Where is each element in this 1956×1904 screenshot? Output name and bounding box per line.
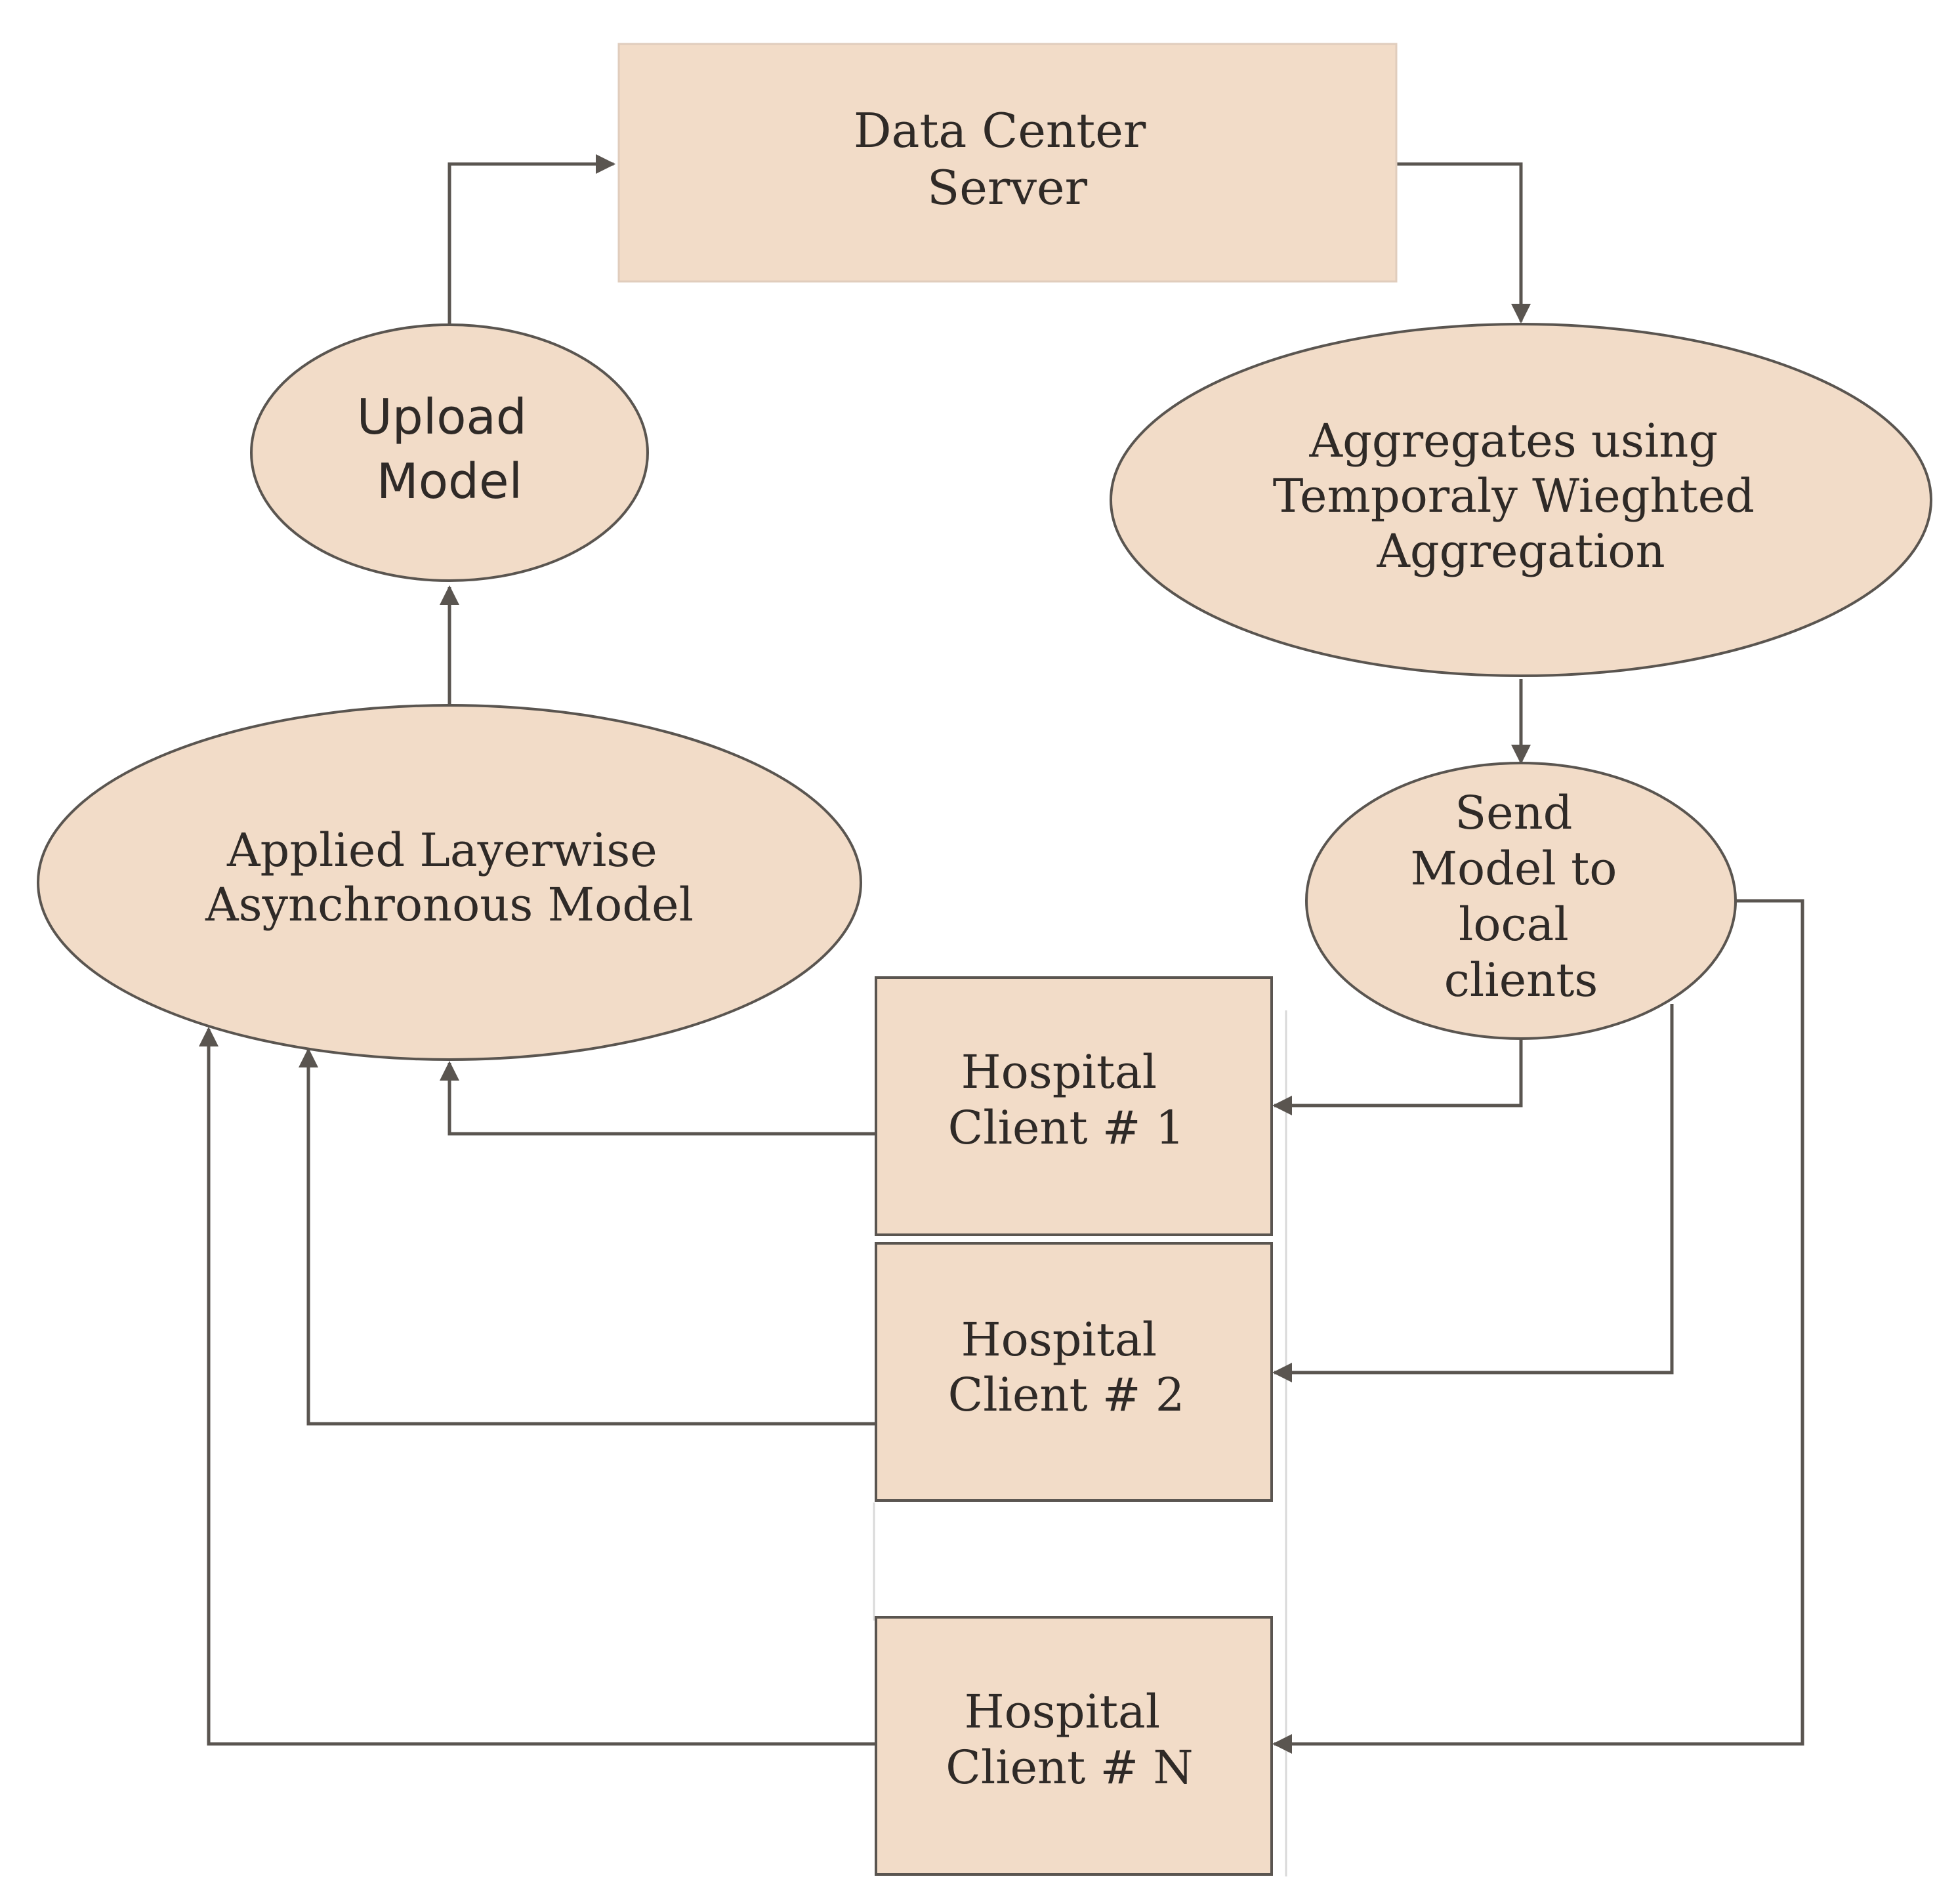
node-label: Applied Layerwise Asynchronous Model xyxy=(205,823,694,932)
node-label: Hospital Client # 1 xyxy=(948,1045,1185,1155)
node-label: Data Center Server xyxy=(854,103,1161,215)
arrow-client-2-to-applied xyxy=(299,1048,876,1426)
node-label: Aggregates using Temporaly Wieghted Aggr… xyxy=(1273,414,1769,578)
arrow-send-to-client-1 xyxy=(1272,1039,1523,1115)
node-send-model: Send Model to local clients xyxy=(1305,762,1737,1040)
node-applied-layerwise: Applied Layerwise Asynchronous Model xyxy=(37,704,862,1061)
node-label: Hospital Client # 2 xyxy=(948,1313,1185,1422)
node-aggregates: Aggregates using Temporaly Wieghted Aggr… xyxy=(1110,323,1932,677)
arrow-client-n-to-applied xyxy=(199,1027,876,1746)
arrow-client-1-to-applied xyxy=(440,1061,876,1136)
arrow-server-to-aggregates xyxy=(1396,162,1531,323)
node-data-center-server: Data Center Server xyxy=(617,43,1398,283)
node-label: Send Model to local clients xyxy=(1410,786,1631,1007)
node-hospital-client-1: Hospital Client # 1 xyxy=(875,976,1273,1236)
node-hospital-client-2: Hospital Client # 2 xyxy=(875,1242,1273,1502)
node-label: Upload Model xyxy=(357,389,543,510)
arrow-send-to-client-2 xyxy=(1272,1004,1674,1382)
arrow-upload-to-server xyxy=(447,154,615,325)
node-hospital-client-n: Hospital Client # N xyxy=(875,1616,1273,1876)
node-upload-model: Upload Model xyxy=(250,323,649,582)
arrow-send-to-client-n xyxy=(1272,899,1804,1754)
node-label: Hospital Client # N xyxy=(946,1685,1193,1794)
